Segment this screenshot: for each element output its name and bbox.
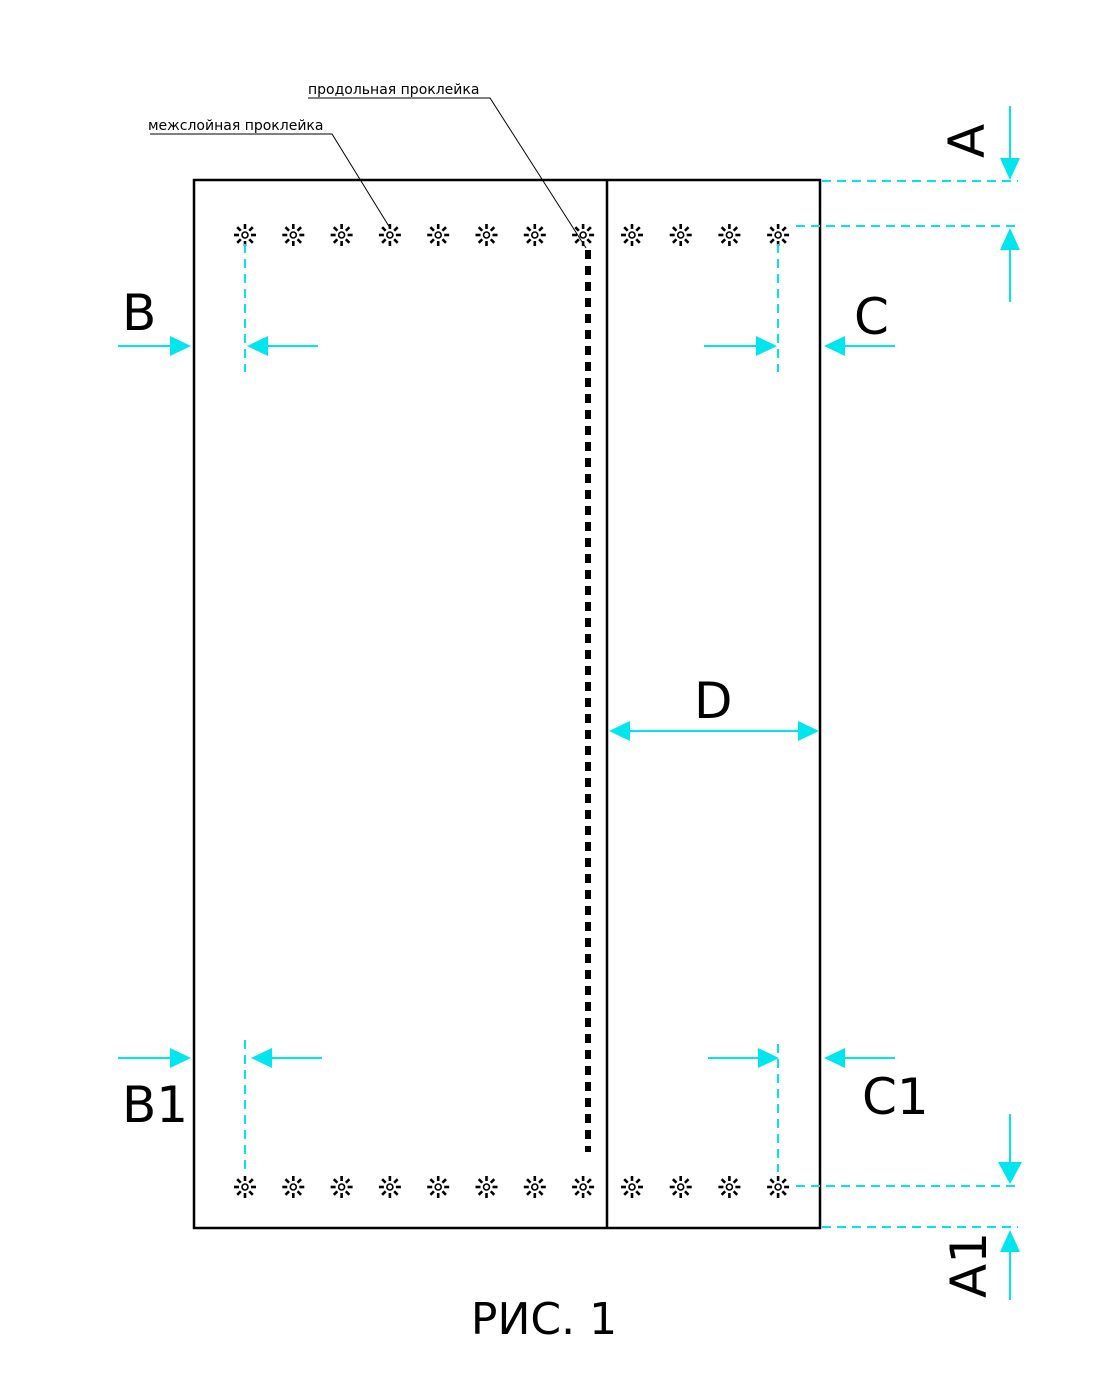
dim-b-arrow-right-head [170,336,191,356]
leader-lines [150,97,587,249]
dimension-lines [118,106,1022,1300]
glue-point [378,224,401,246]
dim-d-arrow-left-head [609,721,630,741]
glue-point [330,224,353,246]
dim-label-c: C [854,288,889,346]
glue-point [475,224,498,246]
glue-point [669,224,692,246]
dim-label-a: A [938,124,996,158]
dim-label-a1: A1 [940,1232,998,1298]
glue-point [523,1176,546,1198]
dim-c-arrow-left-head [824,336,845,356]
glue-point [234,224,256,246]
leader-longitudinal [308,97,587,249]
glue-point [427,1176,450,1198]
glue-point [282,224,305,246]
dim-c-arrow-right-head [756,336,777,356]
dim-a-arrow-down-head [1000,158,1020,180]
glue-point [621,1176,643,1198]
dim-label-b1: B1 [122,1076,188,1134]
glue-point [767,1176,790,1198]
dim-label-b: B [122,284,156,342]
panel-outline [192,178,822,1230]
glue-point [234,1176,256,1198]
dim-b1-arrow-right-head [170,1048,191,1068]
glue-point [378,1176,401,1198]
glue-point [572,1176,595,1198]
glue-point [718,1176,741,1198]
dim-b1-arrow-left-head [251,1048,272,1068]
glue-point [669,1176,692,1198]
glue-point [330,1176,353,1198]
dim-label-d: D [694,672,733,730]
glue-point [621,224,643,246]
glue-point [282,1176,305,1198]
glue-point [523,224,546,246]
dim-a-arrow-up-head [1000,228,1020,250]
glue-point [475,1176,498,1198]
dim-a1-arrow-up-head [1000,1230,1020,1252]
dim-c1-arrow-right-head [758,1048,779,1068]
glue-points [234,224,790,1198]
leader-interlayer [150,133,391,229]
glue-point [767,224,790,246]
glue-point [427,224,450,246]
outer-sheet [192,178,822,1230]
figure-caption: РИС. 1 [471,1294,617,1345]
dim-c1-arrow-left-head [824,1048,845,1068]
dim-label-c1: C1 [862,1068,929,1126]
dim-d-arrow-right-head [798,721,819,741]
annotation-longitudinal: продольная проклейка [308,82,479,98]
dim-b-arrow-left-head [247,336,268,356]
dim-a1-arrow-down-head [998,1162,1022,1184]
annotation-interlayer: межслойная проклейка [148,118,323,134]
glue-point [718,224,741,246]
